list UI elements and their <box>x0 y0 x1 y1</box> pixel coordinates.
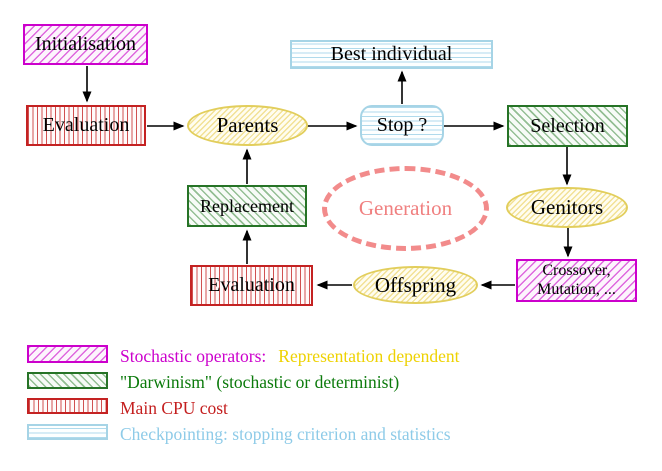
legend-swatch-checkpointing <box>27 424 108 440</box>
node-generation-label: Generation <box>358 196 453 221</box>
node-parents: Parents <box>187 105 308 146</box>
node-initialisation-label: Initialisation <box>34 33 137 55</box>
node-evaluation-top: Evaluation <box>26 105 146 146</box>
node-parents-label: Parents <box>216 113 279 138</box>
node-best-individual-label: Best individual <box>330 43 453 65</box>
legend-item-stochastic-operators: Stochastic operators: Representation depe… <box>120 346 460 367</box>
legend-label-main-cpu-cost: Main CPU cost <box>120 398 228 418</box>
node-offspring-label: Offspring <box>374 272 457 297</box>
legend-swatch-main-cpu-cost <box>27 398 108 414</box>
node-stop: Stop ? <box>360 105 444 146</box>
node-replacement: Replacement <box>187 185 307 227</box>
node-crossover-line1: Crossover, <box>542 261 611 279</box>
node-selection-label: Selection <box>530 114 605 137</box>
node-generation: Generation <box>322 166 489 251</box>
legend-label-checkpointing: Checkpointing: stopping criterion and st… <box>120 424 451 444</box>
node-replacement-label: Replacement <box>200 195 294 216</box>
legend-swatch-darwinism <box>27 372 108 389</box>
node-genitors: Genitors <box>506 187 628 228</box>
legend-label-representation-dependent: Representation dependent <box>278 346 460 366</box>
node-offspring: Offspring <box>353 266 478 304</box>
legend-item-darwinism: "Darwinism" (stochastic or determinist) <box>120 372 399 393</box>
node-evaluation-bottom-label: Evaluation <box>208 274 295 296</box>
node-evaluation-bottom: Evaluation <box>190 265 313 306</box>
node-best-individual: Best individual <box>290 40 493 69</box>
legend-label-stochastic-operators: Stochastic operators: <box>120 346 267 366</box>
legend-label-darwinism: "Darwinism" (stochastic or determinist) <box>120 372 400 392</box>
node-genitors-label: Genitors <box>530 195 604 220</box>
node-initialisation: Initialisation <box>23 24 148 65</box>
node-crossover-line2: Mutation, ... <box>537 280 616 298</box>
node-stop-label: Stop ? <box>376 114 428 136</box>
node-evaluation-top-label: Evaluation <box>42 114 130 136</box>
legend-item-main-cpu-cost: Main CPU cost <box>120 398 228 419</box>
node-selection: Selection <box>507 105 628 147</box>
legend-swatch-stochastic-operators <box>27 345 108 363</box>
legend-item-checkpointing: Checkpointing: stopping criterion and st… <box>120 424 451 445</box>
node-crossover-mutation: Crossover, Mutation, ... <box>516 259 637 302</box>
